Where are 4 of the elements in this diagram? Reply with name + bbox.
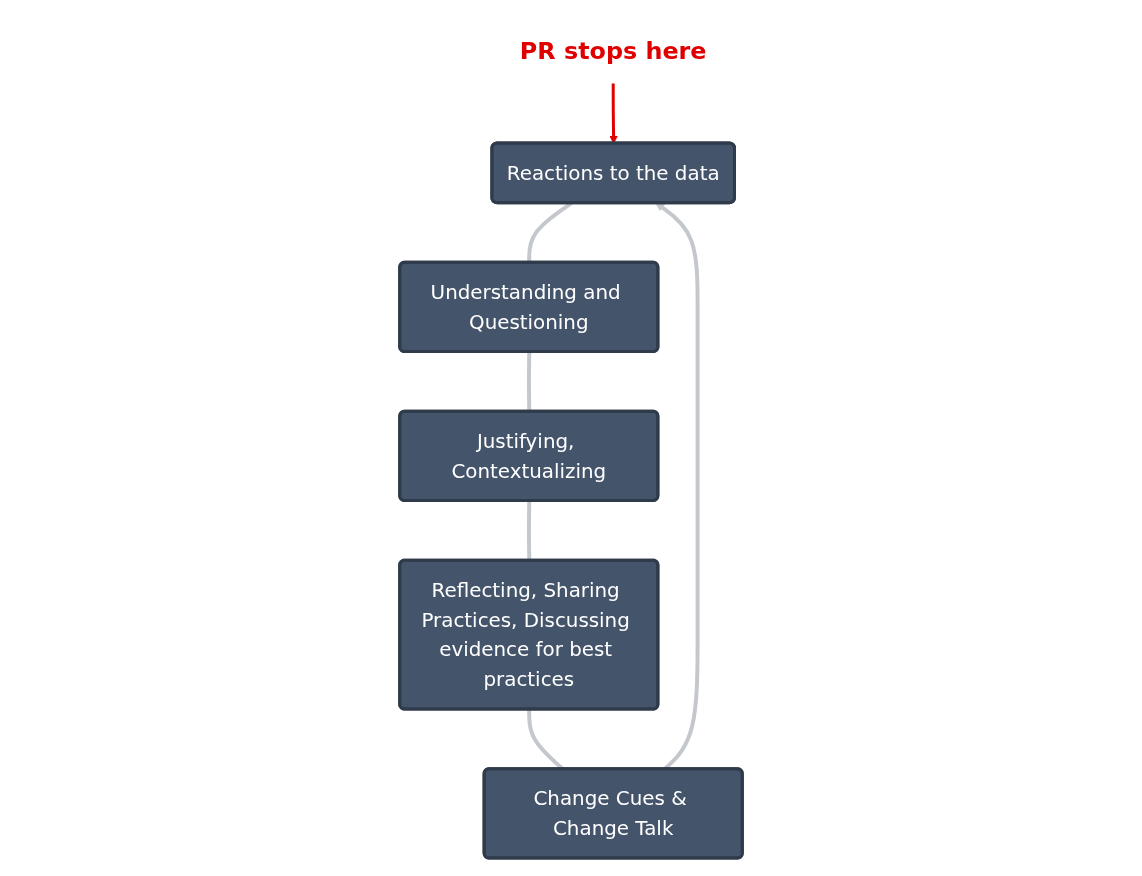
node-text: PR stops here	[519, 36, 707, 65]
connector	[526, 352, 532, 412]
connector	[526, 501, 532, 561]
arrow	[609, 83, 618, 144]
